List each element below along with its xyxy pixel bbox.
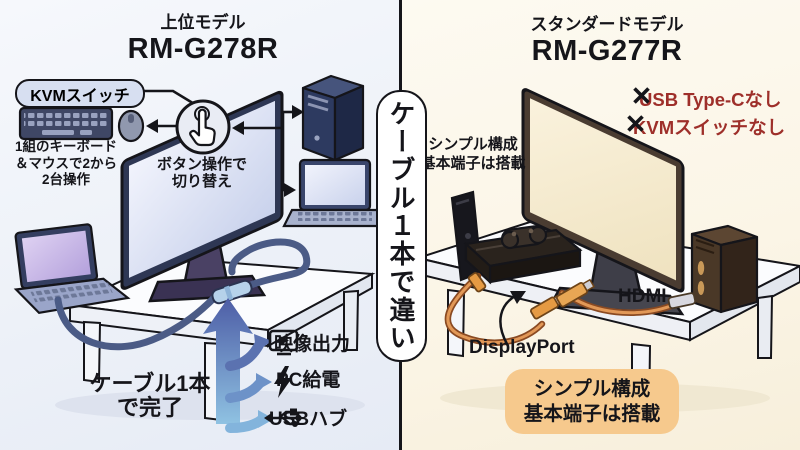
displayport-plug [556, 278, 595, 308]
missing-kvm-switch: KVMスイッチなし [626, 114, 785, 140]
feature-pc-power: PC給電 [270, 365, 341, 398]
desktop-tower-illustration [301, 74, 365, 162]
missing-label: KVMスイッチなし [633, 117, 786, 138]
computers-bracket-arrows [232, 105, 304, 197]
kvm-note-line3: 2台操作 [41, 172, 91, 187]
one-cable-arrow [203, 298, 274, 433]
monitor-illustration [521, 88, 685, 293]
kvm-note: 1組のキーボード ＆マウスで2から 2台操作 [15, 139, 117, 189]
keyboard-icon [18, 106, 114, 141]
ports-note-line1: シンプル構成 [428, 136, 518, 153]
left-model-type: 上位モデル [160, 13, 246, 32]
right-illustration [414, 88, 800, 422]
simple-ports-highlight: シンプル構成 基本端子は搭載 [505, 369, 679, 434]
tap-button-icon [175, 99, 231, 155]
kvm-switch-label: KVMスイッチ [15, 79, 145, 108]
missing-label: USB Type-Cなし [639, 89, 782, 110]
feature-label: PC給電 [276, 370, 341, 391]
divider-banner-text: ケーブル１本で違い [386, 100, 416, 352]
connected-laptop-illustration [13, 223, 131, 315]
right-model-name: RM-G277R [531, 35, 683, 67]
button-note-line2: 切り替え [171, 173, 233, 190]
usbc-connector [211, 279, 253, 305]
button-note-line1: ボタン操作で [156, 156, 248, 173]
console-plug [467, 272, 487, 293]
highlight-line2: 基本端子は搭載 [523, 402, 661, 425]
button-switch-note: ボタン操作で 切り替え [157, 156, 247, 190]
left-model-name: RM-G278R [127, 33, 279, 65]
kvm-switch-label-text: KVMスイッチ [30, 87, 130, 105]
hdmi-label: HDMI [618, 286, 667, 307]
game-console-flat [463, 228, 583, 285]
mouse-icon [117, 109, 145, 143]
usbc-cable [54, 238, 311, 351]
game-controller-icon [500, 225, 548, 250]
highlight-line1: シンプル構成 [533, 377, 651, 400]
missing-usb-type-c: USB Type-Cなし [632, 86, 782, 112]
kvm-connector-line [141, 89, 197, 107]
feature-label: USBハブ [269, 409, 348, 430]
tower-plug [667, 292, 697, 310]
feature-video-output: 映像出力 [268, 329, 350, 356]
one-cable-note: ケーブル1本 で完了 [90, 372, 211, 420]
cable-pointer-arrow [499, 291, 526, 345]
laptop-illustration [282, 158, 388, 228]
displayport-cable [444, 272, 546, 346]
desktop-tower-illustration [690, 224, 759, 314]
left-illustration [13, 74, 388, 433]
simple-ports-note: シンプル構成 基本端子は搭載 [420, 136, 525, 173]
kvm-note-line2: ＆マウスで2から [14, 155, 118, 171]
ports-note-line2: 基本端子は搭載 [420, 154, 526, 172]
feature-usb-hub: USBハブ [263, 404, 347, 431]
kvm-note-line1: 1組のキーボード [14, 139, 118, 154]
cable-note-line1: ケーブル1本 [89, 371, 211, 396]
right-model-type: スタンダードモデル [530, 15, 684, 34]
divider-banner: ケーブル１本で違い [376, 90, 427, 362]
displayport-label: DisplayPort [469, 337, 575, 358]
cable-note-line2: で完了 [116, 395, 184, 420]
